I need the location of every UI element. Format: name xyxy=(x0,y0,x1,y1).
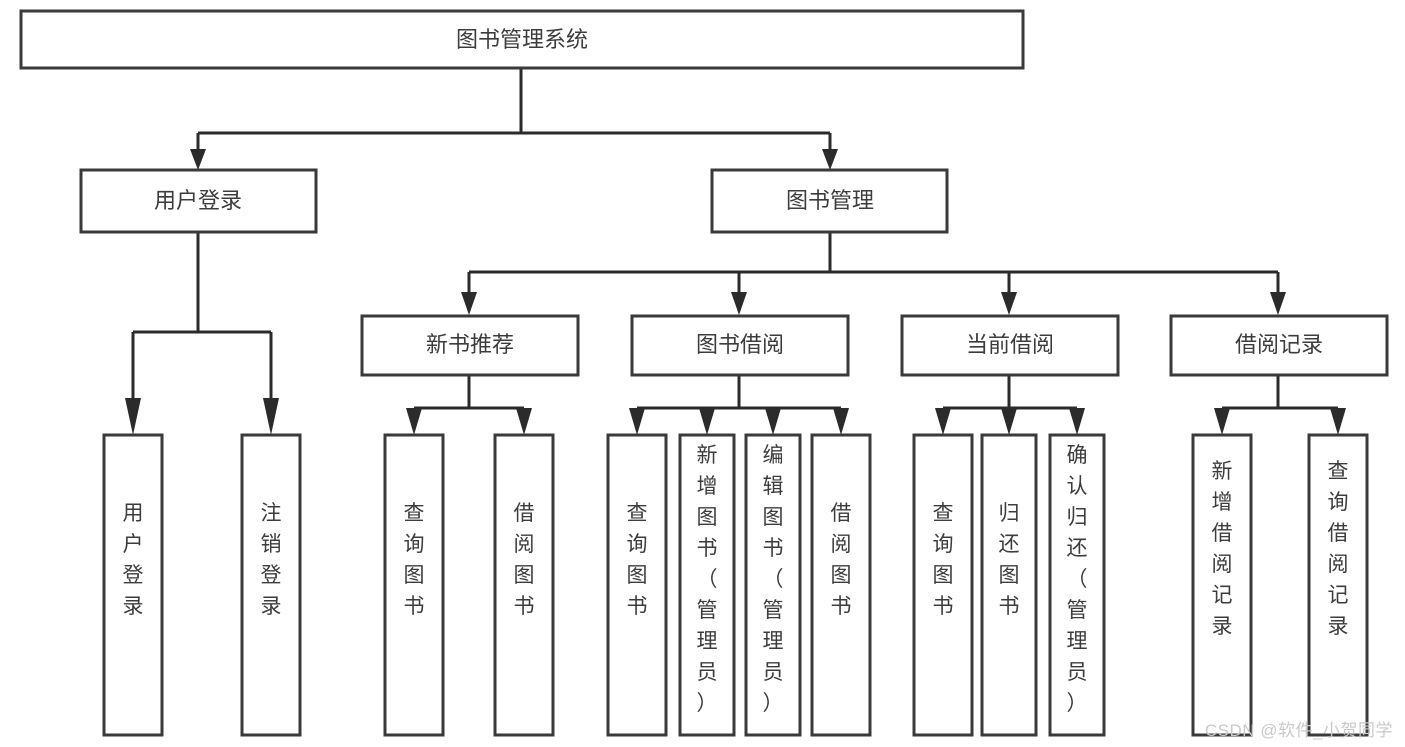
connector-group-borrow-record xyxy=(1214,375,1346,435)
leaf-cb-confirm-return[interactable]: 确认归还（管理员） xyxy=(1048,433,1106,737)
arrowhead-user-login xyxy=(190,149,206,170)
arrowhead-borrow-record xyxy=(1270,292,1286,315)
leaf-user-login-box[interactable] xyxy=(102,433,164,737)
arrowhead-book-mgmt xyxy=(822,149,838,170)
leaf-br-add-record-box[interactable] xyxy=(1191,433,1253,737)
arrowhead-cb-confirm-return xyxy=(1069,408,1085,435)
arrowhead-br-add-record xyxy=(1214,408,1230,435)
arrowhead-new-book-recommend xyxy=(461,292,477,315)
leaf-bb-edit-book-label: 编辑图书（管理员） xyxy=(763,444,784,715)
arrowhead-nbr-borrow-book xyxy=(516,408,532,435)
arrowhead-nbr-query-book xyxy=(406,408,422,435)
node-book-borrow-box[interactable] xyxy=(630,314,850,377)
leaf-cb-query-book-label: 查询图书 xyxy=(933,502,954,618)
connector-group-book-mgmt xyxy=(461,232,1286,315)
connector-group-user-login xyxy=(125,232,279,435)
leaf-bb-add-book[interactable]: 新增图书（管理员） xyxy=(678,433,736,737)
arrowhead-leaf-user-login xyxy=(125,398,141,435)
leaf-nbr-query-book[interactable]: 查询图书 xyxy=(383,433,445,737)
arrowhead-bb-add-book xyxy=(699,408,715,435)
node-borrow-record-box[interactable] xyxy=(1169,314,1389,377)
leaf-logout[interactable]: 注销登录 xyxy=(240,433,302,737)
leaf-nbr-borrow-book-box[interactable] xyxy=(493,433,555,737)
leaf-user-login-label: 用户登录 xyxy=(123,502,144,618)
node-current-borrow-box[interactable] xyxy=(900,314,1120,377)
arrowhead-current-borrow xyxy=(1001,292,1017,315)
leaf-bb-edit-book[interactable]: 编辑图书（管理员） xyxy=(744,433,802,737)
connector-group-root xyxy=(190,68,838,170)
leaf-br-query-record[interactable]: 查询借阅记录 xyxy=(1307,433,1369,737)
node-book-borrow[interactable]: 图书借阅 xyxy=(630,314,850,377)
leaf-cb-confirm-return-box[interactable] xyxy=(1048,433,1106,737)
leaf-bb-query-book-label: 查询图书 xyxy=(627,502,648,618)
node-root-system[interactable]: 图书管理系统 xyxy=(19,9,1025,70)
leaf-bb-borrow-book-box[interactable] xyxy=(810,433,872,737)
node-user-login-box[interactable] xyxy=(79,168,318,234)
leaf-nbr-query-book-box[interactable] xyxy=(383,433,445,737)
node-user-login-label: 用户登录 xyxy=(154,188,242,213)
node-book-borrow-label: 图书借阅 xyxy=(696,332,784,357)
node-book-management[interactable]: 图书管理 xyxy=(710,168,949,234)
node-borrow-record-label: 借阅记录 xyxy=(1235,332,1323,357)
node-book-management-label: 图书管理 xyxy=(786,188,874,213)
arrowhead-cb-query-book xyxy=(935,408,951,435)
leaf-user-login[interactable]: 用户登录 xyxy=(102,433,164,737)
node-new-book-recommend-box[interactable] xyxy=(360,314,580,377)
leaf-bb-add-book-label: 新增图书（管理员） xyxy=(697,444,718,715)
leaf-br-query-record-box[interactable] xyxy=(1307,433,1369,737)
leaf-bb-query-book[interactable]: 查询图书 xyxy=(606,433,668,737)
leaf-bb-edit-book-box[interactable] xyxy=(744,433,802,737)
node-root-system-box[interactable] xyxy=(19,9,1025,70)
leaf-nbr-borrow-book-label: 借阅图书 xyxy=(514,502,535,618)
arrowhead-bb-borrow-book xyxy=(833,408,849,435)
leaf-nbr-borrow-book[interactable]: 借阅图书 xyxy=(493,433,555,737)
connector-group-book-borrow xyxy=(629,375,849,435)
leaf-cb-return-book-label: 归还图书 xyxy=(999,502,1020,618)
leaf-cb-query-book-box[interactable] xyxy=(912,433,974,737)
node-book-management-box[interactable] xyxy=(710,168,949,234)
arrowhead-bb-edit-book xyxy=(765,408,781,435)
leaf-logout-label: 注销登录 xyxy=(261,502,282,618)
leaf-bb-borrow-book-label: 借阅图书 xyxy=(831,502,852,618)
leaf-cb-query-book[interactable]: 查询图书 xyxy=(912,433,974,737)
arrowhead-cb-return-book xyxy=(1001,408,1017,435)
csdn-watermark: CSDN @软件_小贺同学 xyxy=(1204,721,1393,740)
node-new-book-recommend-label: 新书推荐 xyxy=(426,332,514,357)
node-root-system-label: 图书管理系统 xyxy=(456,27,588,52)
leaf-cb-confirm-return-label: 确认归还（管理员） xyxy=(1067,444,1088,715)
node-current-borrow[interactable]: 当前借阅 xyxy=(900,314,1120,377)
leaf-cb-return-book-box[interactable] xyxy=(980,433,1038,737)
node-current-borrow-label: 当前借阅 xyxy=(966,332,1054,357)
node-new-book-recommend[interactable]: 新书推荐 xyxy=(360,314,580,377)
leaf-br-query-record-label: 查询借阅记录 xyxy=(1328,460,1349,638)
leaf-cb-return-book[interactable]: 归还图书 xyxy=(980,433,1038,737)
leaf-logout-box[interactable] xyxy=(240,433,302,737)
arrowhead-bb-query-book xyxy=(629,408,645,435)
node-user-login[interactable]: 用户登录 xyxy=(79,168,318,234)
leaf-nbr-query-book-label: 查询图书 xyxy=(404,502,425,618)
arrowhead-leaf-logout xyxy=(263,398,279,435)
leaf-bb-query-book-box[interactable] xyxy=(606,433,668,737)
connector-group-new-book-recommend xyxy=(406,375,532,435)
leaf-br-add-record-label: 新增借阅记录 xyxy=(1212,460,1233,638)
leaf-bb-add-book-box[interactable] xyxy=(678,433,736,737)
leaf-bb-borrow-book[interactable]: 借阅图书 xyxy=(810,433,872,737)
leaf-br-add-record[interactable]: 新增借阅记录 xyxy=(1191,433,1253,737)
node-borrow-record[interactable]: 借阅记录 xyxy=(1169,314,1389,377)
connector-group-current-borrow xyxy=(935,375,1085,435)
arrowhead-book-borrow xyxy=(731,292,747,315)
arrowhead-br-query-record xyxy=(1330,408,1346,435)
